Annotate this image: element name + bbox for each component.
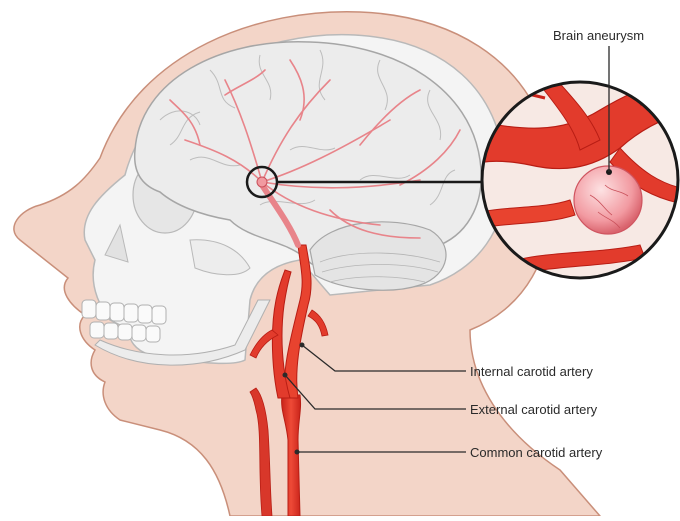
leader-common-dot: [295, 450, 300, 455]
label-brain-aneurysm: Brain aneurysm: [553, 28, 644, 43]
leader-external-dot: [283, 373, 288, 378]
aneurysm-small: [257, 177, 267, 187]
leader-internal-dot: [300, 343, 305, 348]
label-internal-carotid-artery: Internal carotid artery: [470, 364, 593, 379]
label-common-carotid-artery: Common carotid artery: [470, 445, 602, 460]
cerebellum: [310, 222, 446, 290]
aneurysm-bulge: [574, 166, 642, 234]
label-external-carotid-artery: External carotid artery: [470, 402, 597, 417]
